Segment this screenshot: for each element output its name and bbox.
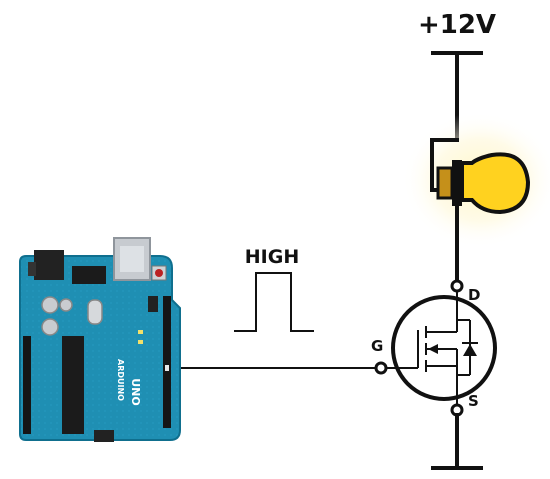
drain-pin [450, 279, 464, 293]
supply-voltage-label: +12V [418, 10, 496, 40]
board-brand-label: ARDUINO [116, 359, 125, 401]
microcontroller-chip-icon [62, 336, 84, 434]
lamp-icon [430, 138, 531, 215]
gate-pin [374, 361, 388, 375]
mosfet-symbol [386, 290, 497, 406]
signal-label: HIGH [245, 246, 299, 268]
drain-label: D [468, 286, 480, 304]
power-jack-icon [34, 250, 64, 280]
board-model-label: UNO [129, 378, 142, 406]
pulse-waveform-icon [234, 272, 314, 332]
arduino-uno-board: ARDUINO UNO [19, 237, 181, 442]
gate-label: G [371, 337, 383, 355]
digital-header [163, 296, 171, 428]
source-label: S [468, 392, 479, 410]
